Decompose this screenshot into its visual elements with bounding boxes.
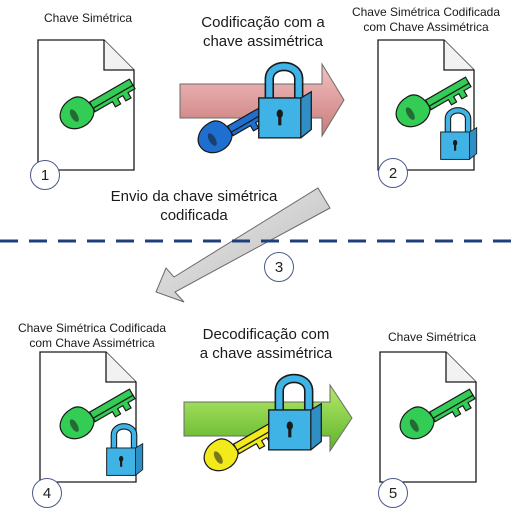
step-4-badge: 4	[32, 478, 62, 508]
padlock-icon	[269, 379, 322, 450]
document-4	[39, 351, 143, 483]
doc4-label: Chave Simétrica Codificada com Chave Ass…	[4, 321, 180, 351]
doc4-label-line2: com Chave Assimétrica	[29, 336, 155, 350]
doc4-label-line1: Chave Simétrica Codificada	[17, 321, 167, 335]
doc5-label: Chave Simétrica	[387, 330, 477, 344]
doc2-label-line2: com Chave Assimétrica	[363, 20, 489, 34]
send-label-line2: codificada	[160, 206, 228, 224]
doc2-label-line1: Chave Simétrica Codificada	[351, 5, 501, 19]
step-5-badge: 5	[378, 478, 408, 508]
send-label: Envio da chave simétrica codificada	[104, 188, 284, 226]
encode-label-line1: Codificação com a	[201, 14, 325, 31]
doc1-label: Chave Simétrica	[43, 11, 133, 25]
decode-label: Decodificação com a chave assimétrica	[186, 326, 346, 364]
step-2-badge: 2	[378, 158, 408, 188]
document-1	[37, 39, 140, 171]
send-label-line1: Envio da chave simétrica	[110, 188, 278, 205]
encode-label-line2: chave assimétrica	[202, 32, 324, 50]
step-1-badge: 1	[30, 160, 60, 190]
step-3-badge: 3	[264, 252, 294, 282]
document-5	[379, 351, 480, 483]
doc2-label: Chave Simétrica Codificada com Chave Ass…	[338, 5, 514, 35]
document-2	[377, 39, 477, 171]
decode-label-line1: Decodificação com	[202, 326, 330, 343]
decode-label-line2: a chave assimétrica	[199, 344, 333, 362]
padlock-icon	[259, 67, 312, 138]
encode-label: Codificação com a chave assimétrica	[182, 14, 344, 52]
decode-arrow	[183, 383, 353, 453]
send-arrow	[155, 187, 331, 303]
